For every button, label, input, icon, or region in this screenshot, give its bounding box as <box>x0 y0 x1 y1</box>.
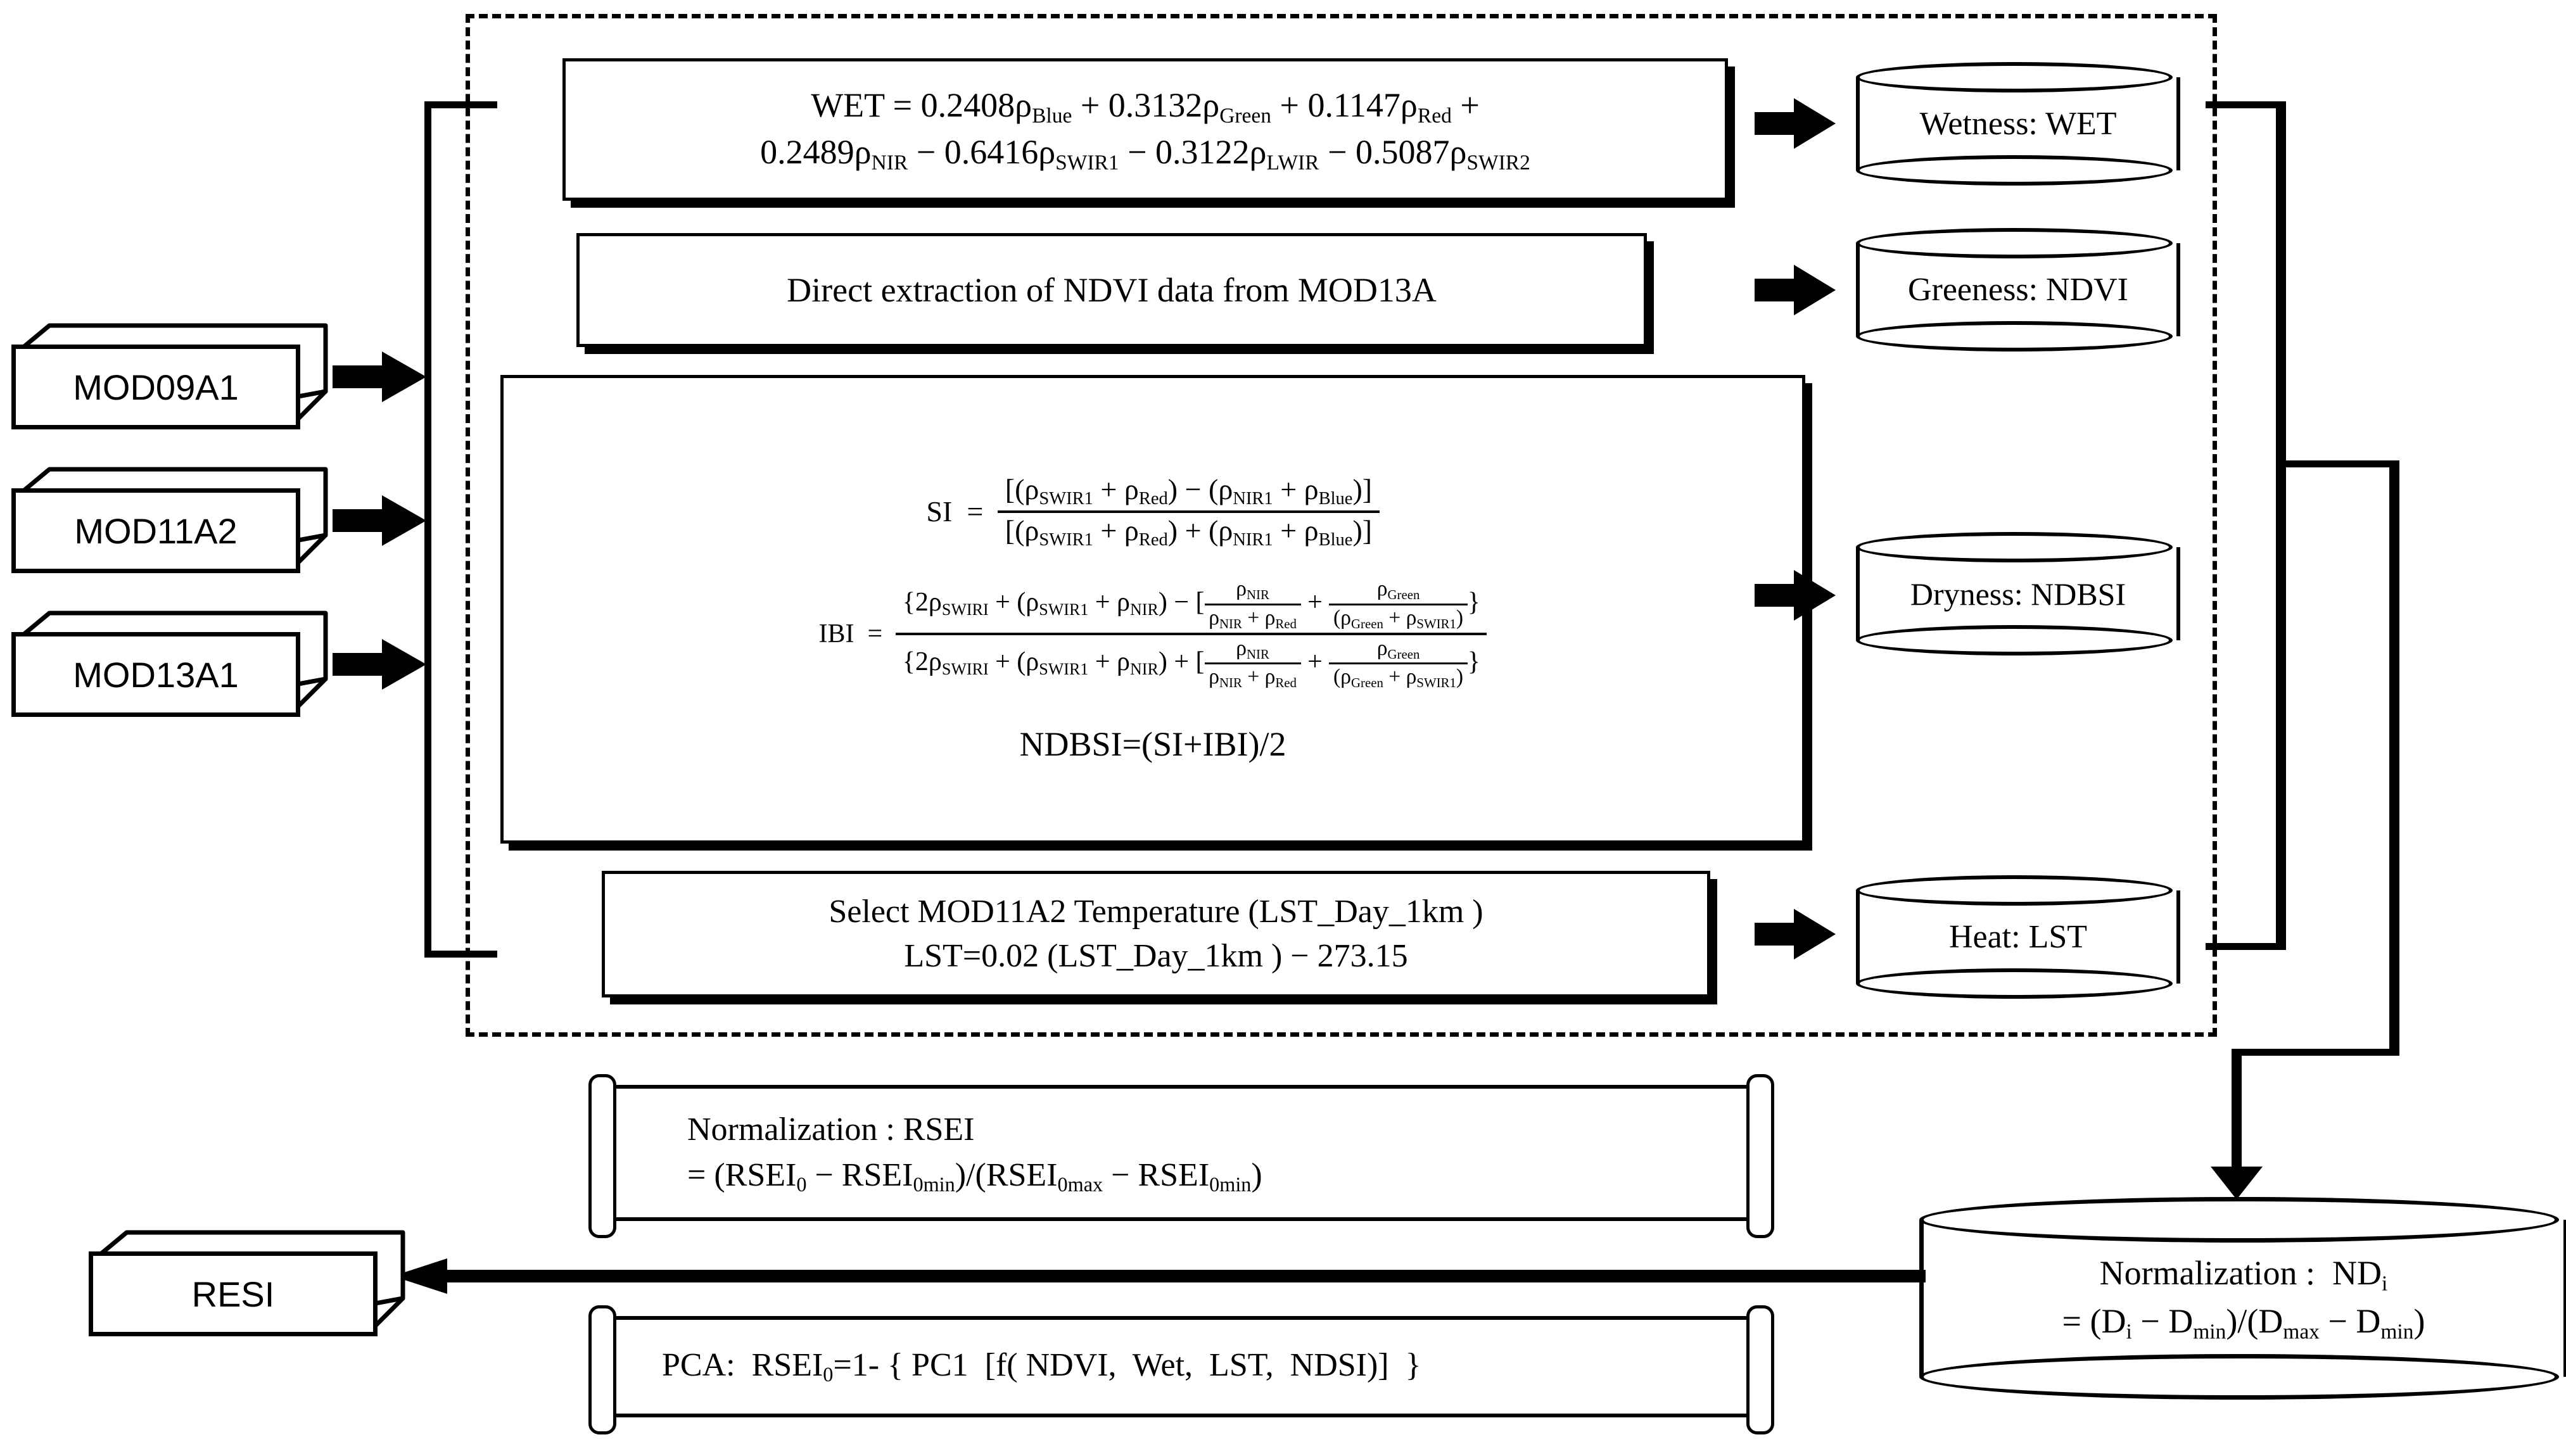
cylinder-top <box>1919 1197 2559 1243</box>
pca-box[interactable]: PCA: RSEI0=1- { PC1 [f( NDVI, Wet, LST, … <box>588 1305 1774 1434</box>
indicator-label: Heat: LST <box>1948 919 2088 955</box>
indicator-label: Dryness: NDBSI <box>1910 576 2126 612</box>
ibi-lhs: IBI <box>818 619 854 649</box>
cylinder-bottom <box>1919 1354 2559 1400</box>
normalization-rsei-box[interactable]: Normalization : RSEI = (RSEI0 − RSEI0min… <box>588 1074 1774 1238</box>
wet-formula-content: WET = 0.2408ρBlue + 0.3132ρGreen + 0.114… <box>566 83 1725 177</box>
cylinder-body: Normalization : NDi = (Di − Dmin)/(Dmax … <box>1919 1220 2566 1377</box>
si-denominator: [(ρSWIR1 + ρRed) + (ρNIR1 + ρBlue)] <box>1005 514 1373 550</box>
si-fraction: [(ρSWIR1 + ρRed) − (ρNIR1 + ρBlue)] [(ρS… <box>998 474 1380 550</box>
tape-roll-left <box>588 1074 616 1238</box>
tape-roll-left <box>588 1305 616 1434</box>
wet-formula-line1: WET = 0.2408ρBlue + 0.3132ρGreen + 0.114… <box>811 85 1480 127</box>
cylinder-bottom <box>1856 155 2173 186</box>
source-box-mod09a1[interactable]: MOD09A1 <box>11 322 328 429</box>
source-box-mod11a2[interactable]: MOD11A2 <box>11 465 328 573</box>
formula-box-wet[interactable]: WET = 0.2408ρBlue + 0.3132ρGreen + 0.114… <box>562 58 1728 201</box>
indicator-label: Greeness: NDVI <box>1907 272 2128 308</box>
indicator-label: Wetness: WET <box>1919 106 2117 142</box>
arrow-to-resi <box>393 1258 1926 1294</box>
output-label-wrap: RESI <box>89 1251 378 1336</box>
lst-line2: LST=0.02 (LST_Day_1km ) − 273.15 <box>904 938 1408 974</box>
source-label: MOD09A1 <box>73 367 239 407</box>
arrow-lst-to-heat <box>1755 909 1836 959</box>
arrow-ndvi-to-greeness <box>1755 265 1836 315</box>
ndvi-text: Direct extraction of NDVI data from MOD1… <box>787 271 1437 309</box>
cylinder-bottom <box>1856 625 2173 655</box>
ndbsi-formula-content: SI = [(ρSWIR1 + ρRed) − (ρNIR1 + ρBlue)]… <box>504 455 1802 763</box>
right-bracket-inner-bottom-arm <box>2206 943 2283 950</box>
output-label: RESI <box>191 1274 275 1314</box>
si-numerator: [(ρSWIR1 + ρRed) − (ρNIR1 + ρBlue)] <box>998 474 1380 513</box>
si-formula: SI = [(ρSWIR1 + ρRed) − (ρNIR1 + ρBlue)]… <box>515 474 1791 550</box>
cylinder-top <box>1856 875 2173 906</box>
formula-box-ndbsi[interactable]: SI = [(ρSWIR1 + ρRed) − (ρNIR1 + ρBlue)]… <box>500 375 1805 844</box>
source-label-wrap: MOD13A1 <box>11 632 300 717</box>
cylinder-bottom <box>1856 321 2173 351</box>
formula-box-ndvi[interactable]: Direct extraction of NDVI data from MOD1… <box>576 233 1647 347</box>
normalization-nd-line2: = (Di − Dmin)/(Dmax − Dmin) <box>2062 1302 2425 1344</box>
indicator-cylinder-wetness[interactable]: Wetness: WET <box>1856 62 2180 186</box>
arrow-ndbsi-to-dryness <box>1755 570 1836 621</box>
normalization-rsei-line2: = (RSEI0 − RSEI0min)/(RSEI0max − RSEI0mi… <box>687 1157 1262 1196</box>
left-bracket-top-arm <box>424 101 497 108</box>
si-lhs: SI <box>926 495 953 528</box>
cylinder-top <box>1856 62 2173 92</box>
normalization-nd-cylinder[interactable]: Normalization : NDi = (Di − Dmin)/(Dmax … <box>1919 1197 2566 1400</box>
left-bracket-vertical <box>424 101 431 958</box>
lst-formula-content: Select MOD11A2 Temperature (LST_Day_1km … <box>605 890 1707 978</box>
right-bracket-inner-vertical <box>2276 101 2286 950</box>
arrow-down-to-normalization-nd <box>2211 1049 2263 1200</box>
source-label: MOD11A2 <box>74 510 238 551</box>
wet-formula-line2: 0.2489ρNIR − 0.6416ρSWIR1 − 0.3122ρLWIR … <box>760 132 1530 174</box>
tape-roll-right <box>1746 1074 1774 1238</box>
normalization-nd-label: Normalization : NDi = (Di − Dmin)/(Dmax … <box>1924 1250 2563 1346</box>
right-bracket-outer-bottom-arm <box>2232 1049 2399 1056</box>
right-bracket-inner-top-arm <box>2206 101 2283 108</box>
right-bracket-outer-top-arm <box>2276 460 2396 467</box>
normalization-rsei-line1: Normalization : RSEI <box>687 1111 975 1148</box>
cylinder-bottom <box>1856 968 2173 999</box>
cylinder-top <box>1856 532 2173 562</box>
cylinder-top <box>1856 228 2173 258</box>
pca-content: PCA: RSEI0=1- { PC1 [f( NDVI, Wet, LST, … <box>662 1347 1421 1386</box>
right-bracket-outer-vertical <box>2389 460 2399 1056</box>
ibi-equals: = <box>861 619 889 649</box>
ndbsi-result: NDBSI=(SI+IBI)/2 <box>1019 725 1286 764</box>
formula-box-lst[interactable]: Select MOD11A2 Temperature (LST_Day_1km … <box>602 871 1710 997</box>
cylinder-body: Greeness: NDVI <box>1856 243 2180 336</box>
normalization-rsei-content: Normalization : RSEI = (RSEI0 − RSEI0min… <box>592 1107 1770 1198</box>
si-equals: = <box>959 495 991 528</box>
arrow-source-mod11a2 <box>333 495 426 546</box>
indicator-cylinder-heat[interactable]: Heat: LST <box>1856 875 2180 999</box>
processing-stage-dashed-container <box>466 14 2217 1037</box>
source-label: MOD13A1 <box>73 654 239 695</box>
indicator-cylinder-greeness[interactable]: Greeness: NDVI <box>1856 228 2180 351</box>
normalization-nd-line1: Normalization : NDi <box>2099 1254 2388 1296</box>
left-bracket-bottom-arm <box>424 951 497 958</box>
source-label-wrap: MOD09A1 <box>11 345 300 429</box>
source-label-wrap: MOD11A2 <box>11 488 300 573</box>
output-box-resi[interactable]: RESI <box>89 1229 405 1336</box>
lst-line1: Select MOD11A2 Temperature (LST_Day_1km … <box>829 893 1483 930</box>
arrow-wet-to-wetness <box>1755 98 1836 149</box>
ibi-formula: IBI = {2ρSWIRI + (ρSWIR1 + ρNIR) − [ρNIR… <box>515 577 1791 691</box>
tape-roll-right <box>1746 1305 1774 1434</box>
arrow-source-mod13a1 <box>333 639 426 690</box>
source-box-mod13a1[interactable]: MOD13A1 <box>11 609 328 717</box>
indicator-cylinder-dryness[interactable]: Dryness: NDBSI <box>1856 532 2180 655</box>
arrow-source-mod09a1 <box>333 351 426 402</box>
